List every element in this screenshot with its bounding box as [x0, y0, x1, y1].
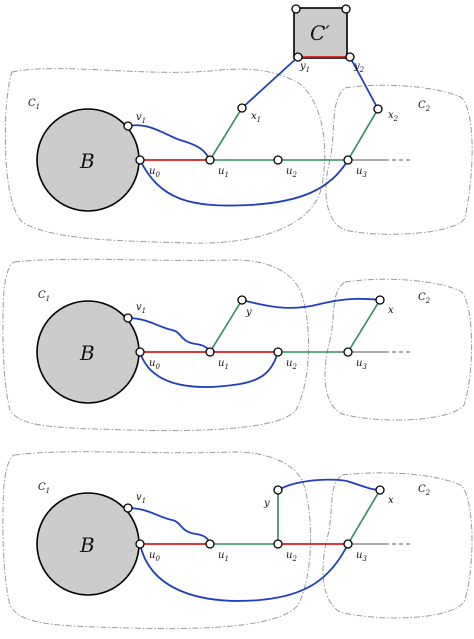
- label-c1: C1: [28, 98, 40, 111]
- label-u2: u2: [286, 358, 297, 371]
- node-u3: [343, 155, 353, 165]
- label-u2: u2: [286, 550, 297, 563]
- label-u3: u3: [356, 166, 367, 179]
- node-cprime-tr: [341, 4, 351, 14]
- node-y: [273, 485, 283, 495]
- label-u3: u3: [356, 550, 367, 563]
- label-x2: x2: [388, 110, 399, 123]
- node-x1: [237, 103, 247, 113]
- path-y-x: [241, 297, 381, 309]
- label-x1: x1: [251, 111, 261, 124]
- label-c2: C2: [418, 292, 431, 305]
- label-u1: u1: [218, 166, 229, 179]
- node-u0: [135, 347, 145, 357]
- node-y1: [293, 52, 303, 62]
- path-y2-x2: [349, 56, 379, 110]
- label-b: B: [79, 341, 95, 365]
- label-x: x: [388, 495, 394, 506]
- label-y: y: [245, 307, 252, 318]
- label-u0: u0: [149, 550, 160, 563]
- label-u2: u2: [286, 166, 297, 179]
- label-c2: C2: [418, 100, 431, 113]
- edge-u3-x: [347, 299, 381, 353]
- path-x1-y1: [241, 56, 299, 109]
- blob-c-prime: [293, 7, 348, 59]
- node-v1: [123, 503, 133, 513]
- node-u1: [205, 539, 215, 549]
- node-u3: [343, 347, 353, 357]
- node-u2: [273, 155, 283, 165]
- edge-u1-y: [209, 299, 243, 353]
- path-u0-u3: [139, 543, 349, 602]
- edge-u3-x: [347, 489, 381, 545]
- label-y2: y2: [353, 61, 365, 74]
- region-c1: [2, 451, 311, 630]
- label-u0: u0: [149, 166, 160, 179]
- label-b: B: [79, 149, 95, 173]
- node-u1: [205, 155, 215, 165]
- label-b: B: [79, 533, 95, 557]
- panel-1: B C′ C1 C2 v1 u0 u1 u2 u3 x1 x2 y1 y2: [4, 4, 473, 244]
- panel-2: B C1 C2 v1 u0 u1 u2 u3 y x: [2, 258, 473, 432]
- label-u1: u1: [218, 550, 229, 563]
- label-c1: C1: [38, 482, 50, 495]
- panel-3: B C1 C2 v1 u0 u1 u2 u3 y x: [2, 451, 473, 630]
- edge-u3-x2: [347, 108, 379, 161]
- label-v1: v1: [136, 112, 146, 125]
- node-x: [375, 295, 385, 305]
- label-v1: v1: [136, 492, 146, 505]
- node-x2: [373, 104, 383, 114]
- region-c2: [322, 472, 473, 619]
- label-u0: u0: [149, 358, 160, 371]
- node-v1: [123, 313, 133, 323]
- node-x: [375, 485, 385, 495]
- label-c2: C2: [418, 484, 431, 497]
- node-u0: [135, 155, 145, 165]
- label-c-prime: C′: [310, 21, 330, 45]
- path-v1-u1: [127, 124, 211, 161]
- path-v1-u1: [127, 507, 211, 545]
- path-u0-u3: [139, 159, 349, 207]
- node-y2: [345, 52, 355, 62]
- edge-u1-x1: [209, 107, 243, 161]
- node-y: [237, 295, 247, 305]
- label-u1: u1: [218, 358, 229, 371]
- label-v1: v1: [136, 302, 146, 315]
- node-cprime-tl: [291, 4, 301, 14]
- label-y: y: [263, 498, 270, 509]
- node-u1: [205, 347, 215, 357]
- node-u3: [343, 539, 353, 549]
- label-x: x: [388, 305, 394, 316]
- label-c1: C1: [38, 290, 50, 303]
- path-u0-u2: [139, 351, 279, 388]
- path-v1-u1: [127, 317, 211, 353]
- node-u0: [135, 539, 145, 549]
- region-c2: [324, 278, 473, 421]
- node-v1: [123, 121, 133, 131]
- path-y-x: [277, 478, 381, 491]
- region-c1: [4, 68, 326, 244]
- node-u2: [273, 347, 283, 357]
- label-u3: u3: [356, 358, 367, 371]
- label-y1: y1: [299, 61, 310, 74]
- region-c1: [2, 258, 309, 432]
- node-u2: [273, 539, 283, 549]
